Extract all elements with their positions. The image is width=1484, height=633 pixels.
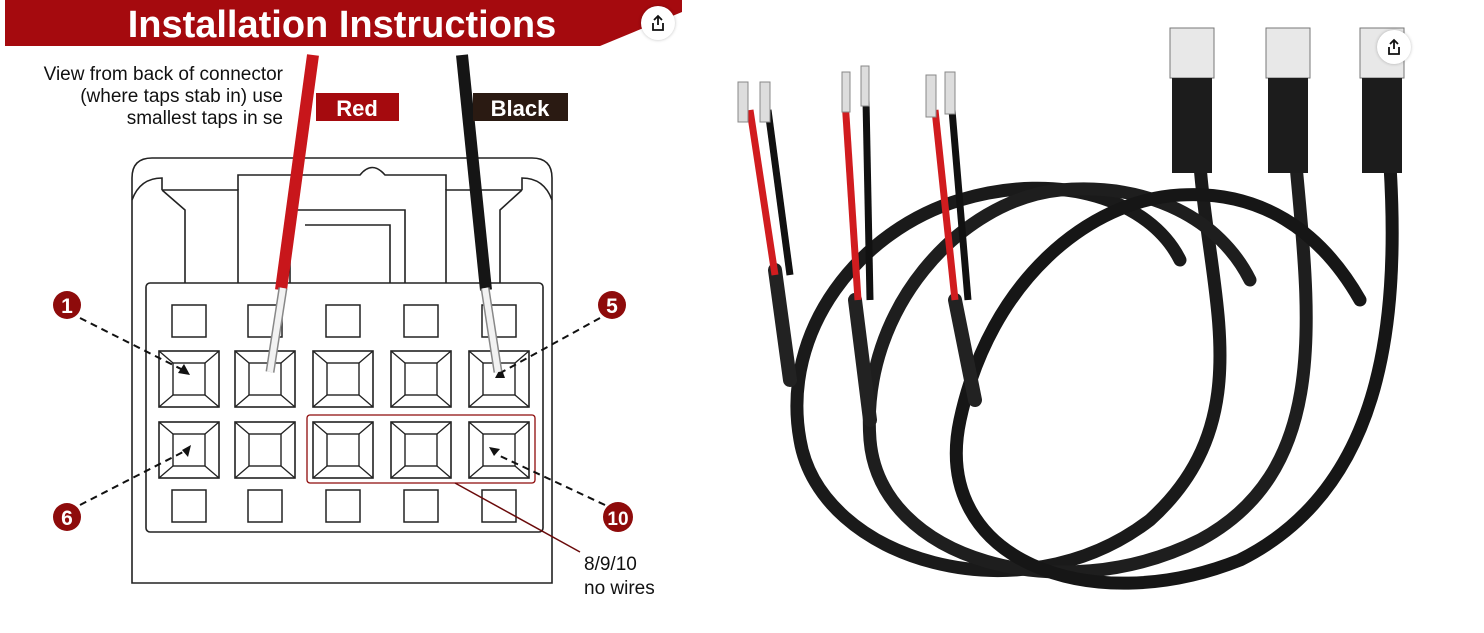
- callout-5: 5: [598, 291, 626, 319]
- red-wire: [265, 54, 319, 373]
- black-label-box: [473, 93, 568, 121]
- no-wire-highlight: [306, 414, 536, 484]
- svg-text:1: 1: [61, 295, 73, 318]
- callout-10: 10: [603, 502, 633, 532]
- pin-cavity: [234, 421, 296, 479]
- pin-cavity: [468, 421, 530, 479]
- callouts: 1 5 6 10: [53, 291, 633, 532]
- note-line-3: smallest taps in se: [127, 108, 283, 129]
- red-label: Red: [336, 96, 378, 121]
- installation-diagram-image[interactable]: Installation Instructions View from back…: [0, 0, 690, 628]
- pin-slot-small: [171, 304, 207, 338]
- svg-text:5: 5: [606, 295, 618, 318]
- pin-slot-small: [481, 489, 517, 523]
- pin-cavity: [312, 350, 374, 408]
- connector-housing: [131, 157, 553, 584]
- pin-cavity: [390, 350, 452, 408]
- connector-diagram: Installation Instructions View from back…: [5, 0, 682, 599]
- title-banner: [5, 0, 682, 46]
- cable-photo: [737, 27, 1405, 590]
- pin-cavity: [234, 350, 296, 408]
- product-photo-cables[interactable]: [715, 0, 1484, 628]
- pin-slot-small: [247, 489, 283, 523]
- tap-wires: [737, 65, 972, 301]
- pin-cavity: [390, 421, 452, 479]
- pin-slot-small: [325, 304, 361, 338]
- black-wire: [456, 54, 503, 373]
- share-icon: [652, 14, 664, 31]
- svg-text:10: 10: [607, 509, 628, 530]
- share-button[interactable]: [641, 6, 675, 40]
- share-icon: [1388, 38, 1400, 55]
- pin-cavity: [158, 350, 220, 408]
- pin-slot-small: [403, 489, 439, 523]
- banner-title: Installation Instructions: [128, 4, 557, 46]
- red-label-box: [316, 93, 399, 121]
- note-line-1: View from back of connector: [44, 64, 284, 85]
- pin-grid: [158, 304, 530, 523]
- pin-slot-small: [325, 489, 361, 523]
- callout-6: 6: [53, 503, 81, 531]
- share-button-2[interactable]: [1377, 30, 1411, 64]
- svg-text:6: 6: [61, 507, 73, 530]
- no-wire-label-2: no wires: [584, 578, 655, 599]
- pin-cavity: [312, 421, 374, 479]
- note-line-2: (where taps stab in) use: [80, 86, 283, 107]
- black-label: Black: [491, 96, 550, 121]
- pin-slot-small: [403, 304, 439, 338]
- pin-cavity: [158, 421, 220, 479]
- pin-slot-small: [481, 304, 517, 338]
- no-wire-label-1: 8/9/10: [584, 554, 637, 575]
- braided-cables: [768, 158, 1399, 590]
- callout-1: 1: [53, 291, 81, 319]
- pin-slot-small: [171, 489, 207, 523]
- rj-plugs: [1169, 27, 1405, 173]
